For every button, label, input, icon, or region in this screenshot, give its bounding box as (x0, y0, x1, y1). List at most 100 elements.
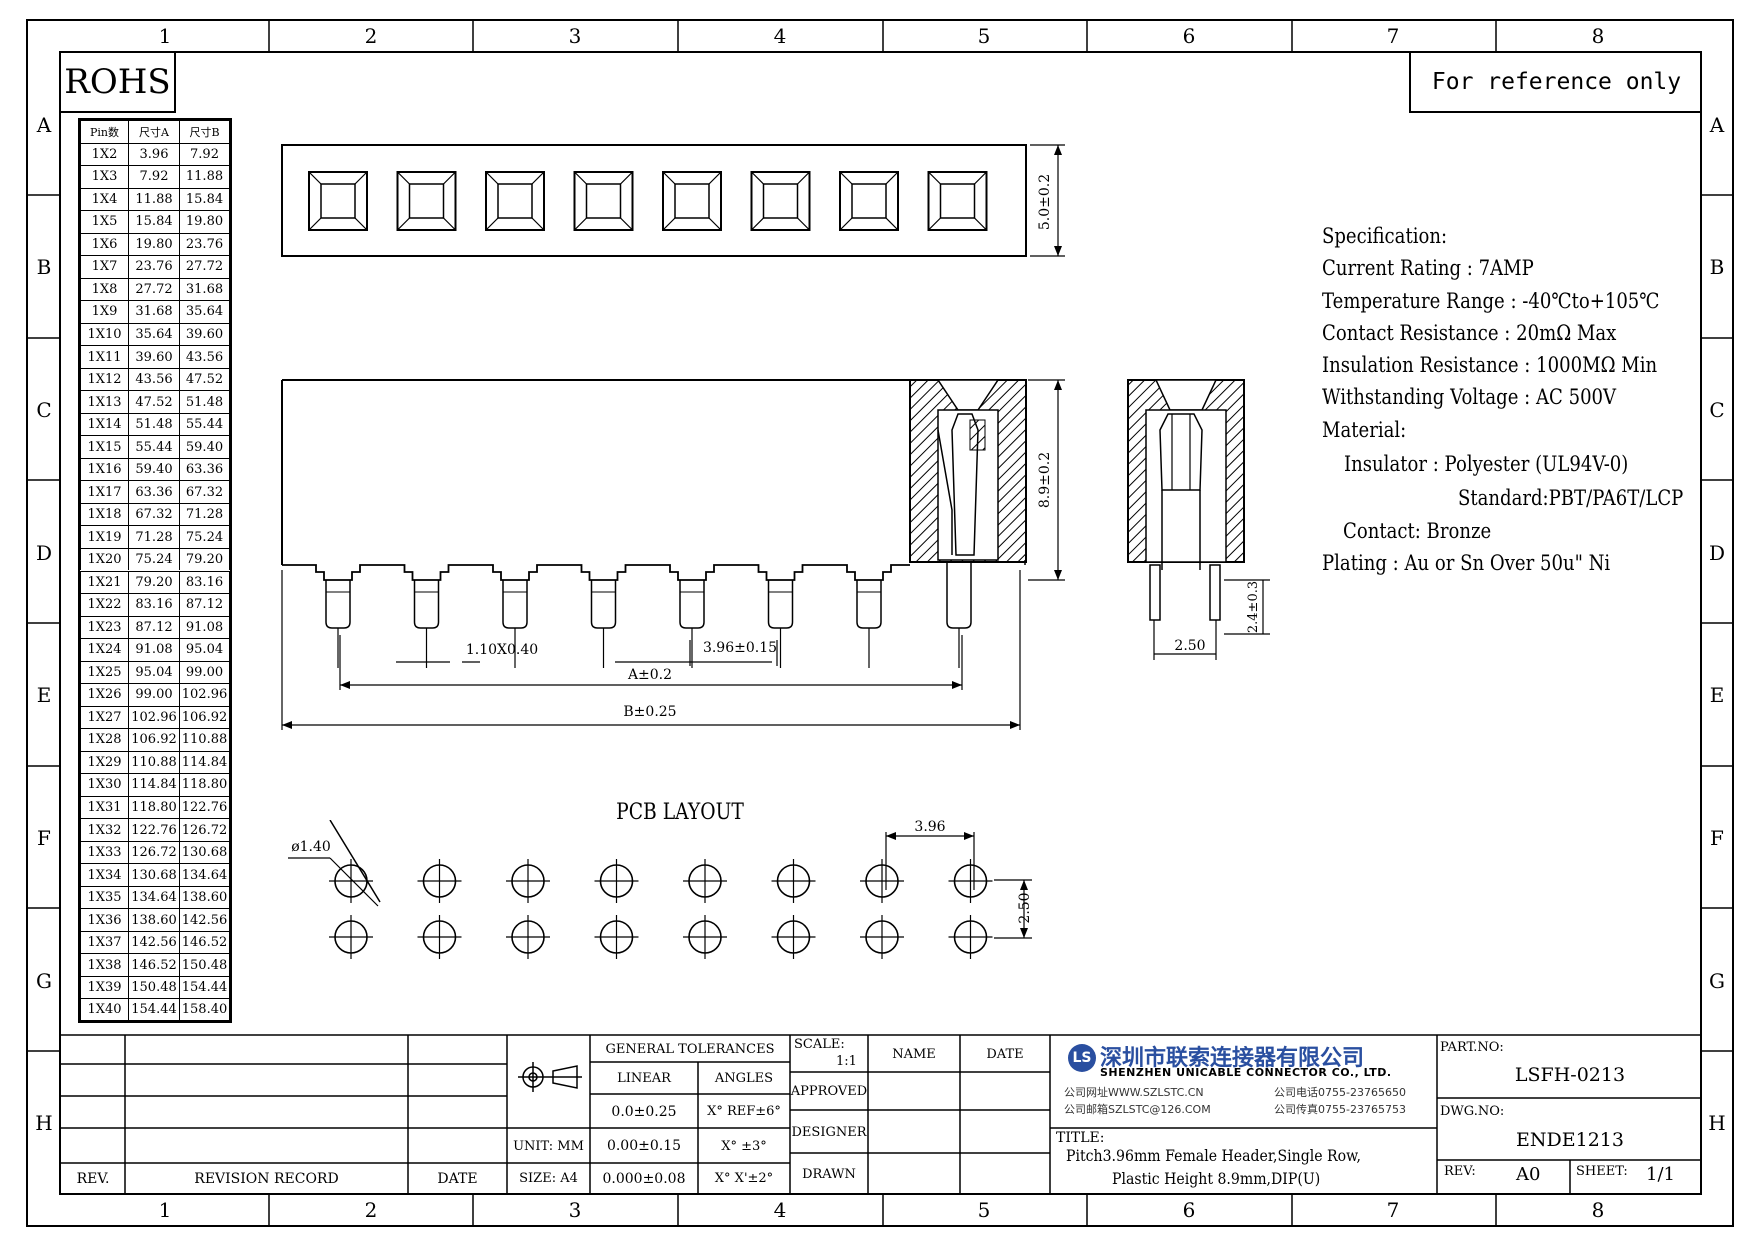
pin-table-cell: 1X19 (80, 525, 128, 548)
pin-table-cell: 130.68 (179, 840, 230, 864)
pin-table-cell: 1X39 (80, 975, 128, 999)
row-label-d-right: D (1708, 541, 1726, 565)
col-label-2-bottom: 2 (364, 1198, 378, 1222)
a-dim: A±0.2 (627, 667, 673, 683)
pin-table-cell: 27.72 (179, 255, 230, 278)
sheet-label: SHEET: (1576, 1164, 1628, 1179)
col-label-8-bottom: 8 (1591, 1198, 1605, 1222)
angle-tolerance-1: X° REF±6° (707, 1104, 781, 1119)
pin-table-cell: 110.88 (179, 728, 230, 751)
pin-table-cell: 7.92 (179, 142, 230, 166)
pin-table-cell: 1X7 (80, 255, 128, 278)
pin-table-cell: 51.48 (179, 390, 230, 413)
pin-table-cell: 1X10 (80, 322, 128, 346)
rev-label: REV. (76, 1171, 110, 1187)
pin-table-cell: 1X12 (80, 367, 128, 391)
col-label-8-top: 8 (1591, 24, 1605, 48)
pin-table-cell: 1X37 (80, 930, 128, 954)
pin-table-cell: 59.40 (179, 435, 230, 458)
pin-table-cell: 114.84 (128, 773, 179, 796)
angles-label: ANGLES (714, 1071, 774, 1086)
linear-tolerance-1: 0.0±0.25 (611, 1103, 677, 1120)
pin-table-cell: 79.20 (128, 570, 179, 594)
pin-table-cell: 1X24 (80, 638, 128, 661)
pin-width-dim: 1.10X0.40 (465, 642, 539, 658)
pin-table-cell: 126.72 (179, 818, 230, 841)
spec-insulator: Insulator : Polyester (UL94V-0) (1344, 452, 1629, 476)
pin-table-header-cell: 尺寸A (128, 120, 179, 143)
pin-table-cell: 142.56 (128, 930, 179, 954)
company-phone: 公司电话0755-23765650 (1274, 1086, 1406, 1099)
pin-table-cell: 3.96 (128, 142, 179, 166)
pcb-hole-dim: ø1.40 (291, 839, 331, 855)
pin-table-cell: 27.72 (128, 277, 179, 301)
pitch-dim: 3.96±0.15 (702, 640, 778, 656)
pin-table-cell: 23.76 (128, 255, 179, 278)
pin-table-cell: 138.60 (128, 908, 179, 931)
spec-insulation-resistance: Insulation Resistance : 1000MΩ Min (1322, 353, 1658, 377)
spec-contact: Contact: Bronze (1343, 519, 1492, 543)
pin-table-cell: 146.52 (128, 953, 179, 976)
scale-label: SCALE: (794, 1037, 845, 1052)
approval-date-label: DATE (986, 1046, 1024, 1062)
pin-table-cell: 35.64 (179, 300, 230, 323)
pin-table-cell: 23.76 (179, 232, 230, 256)
top-view-cavity (485, 171, 545, 231)
row-label-c-left: C (36, 398, 52, 422)
col-label-1-bottom: 1 (158, 1198, 172, 1222)
pcb-holes (329, 859, 993, 959)
pin-table-cell: 130.68 (128, 863, 179, 886)
pin-table-cell: 31.68 (128, 300, 179, 323)
pin-table-cell: 114.84 (179, 750, 230, 774)
row-label-e-right: E (1709, 683, 1725, 707)
pin-table-cell: 67.32 (128, 502, 179, 526)
pin-table-cell: 1X31 (80, 795, 128, 819)
row-label-h-right: H (1708, 1111, 1726, 1135)
pin-table-cell: 102.96 (128, 705, 179, 729)
pin-table-cell: 1X35 (80, 885, 128, 909)
rev-value-label: REV: (1444, 1164, 1476, 1179)
pin-table-cell: 102.96 (179, 683, 230, 706)
spec-material: Material: (1322, 418, 1407, 442)
pin-table-cell: 1X25 (80, 660, 128, 684)
pin-table-cell: 1X16 (80, 457, 128, 481)
pin-table-cell: 11.88 (128, 187, 179, 211)
pin-table-cell: 1X18 (80, 502, 128, 526)
col-label-2-top: 2 (364, 24, 378, 48)
designer-label: DESIGNER (791, 1124, 867, 1140)
pin-table-cell: 91.08 (128, 638, 179, 661)
end-view-drawing (1127, 379, 1270, 660)
pin-table-cell: 154.44 (128, 998, 179, 1021)
dwg-no-value: ENDE1213 (1516, 1129, 1624, 1151)
pin-table-cell: 95.04 (179, 638, 230, 661)
row-label-b-left: B (36, 255, 52, 279)
pin-table-cell: 39.60 (179, 322, 230, 346)
pin-table-cell: 1X23 (80, 615, 128, 639)
company-web: 公司网址WWW.SZLSTC.CN (1064, 1086, 1204, 1099)
row-label-c-right: C (1709, 398, 1725, 422)
pin-table-cell: 146.52 (179, 930, 230, 954)
pin-table-cell: 1X21 (80, 570, 128, 594)
top-view-pin-cavities (308, 171, 988, 231)
pin-table-cell: 1X28 (80, 728, 128, 751)
pin-table-cell: 67.32 (179, 480, 230, 503)
approved-label: APPROVED (790, 1084, 868, 1099)
col-label-3-top: 3 (568, 24, 582, 48)
top-view-cavity (927, 171, 988, 231)
pin-table-cell: 79.20 (179, 547, 230, 571)
pin-table-cell: 99.00 (128, 683, 179, 706)
revision-record-label: REVISION RECORD (194, 1171, 339, 1187)
pin-table-cell: 95.04 (128, 660, 179, 684)
reference-note: For reference only (1409, 53, 1702, 113)
row-label-f-right: F (1710, 826, 1724, 850)
col-label-5-bottom: 5 (977, 1198, 991, 1222)
title-label: TITLE: (1056, 1130, 1105, 1146)
pin-table-cell: 1X38 (80, 953, 128, 976)
angle-tolerance-3: X° X'±2° (714, 1171, 774, 1186)
part-no-value: LSFH-0213 (1514, 1064, 1626, 1086)
rev-value: A0 (1516, 1164, 1541, 1185)
pin-table-cell: 99.00 (179, 660, 230, 684)
pin-table-cell: 39.60 (128, 345, 179, 368)
